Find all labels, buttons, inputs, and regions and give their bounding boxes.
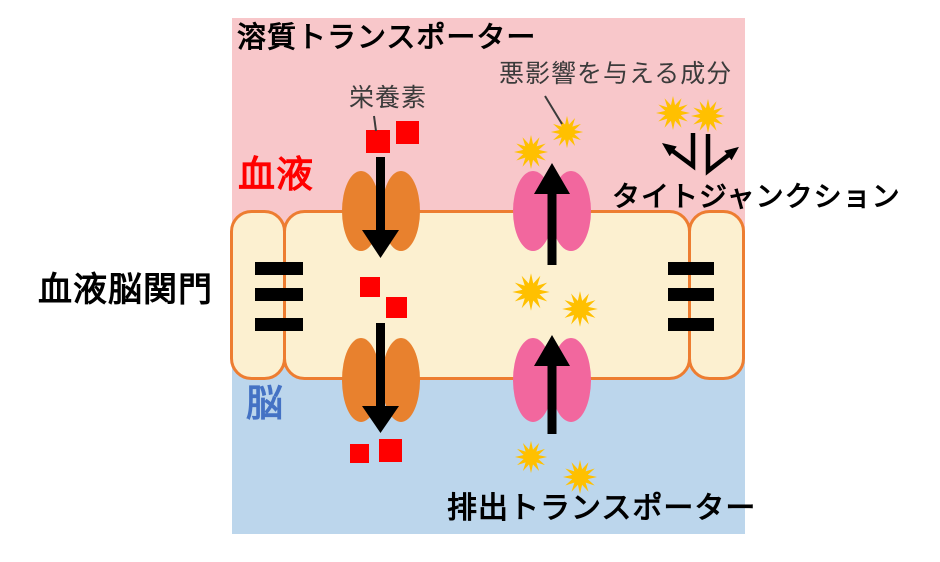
blood-region-label: 血液 [238, 154, 314, 195]
nutrient-square-icon [366, 130, 390, 153]
solute-transporter-label: 溶質トランスポーター [237, 22, 537, 54]
harmful-callout-line [544, 95, 563, 125]
influx-arrow-top-icon [362, 157, 399, 258]
nutrient-square-icon [386, 297, 407, 318]
nutrient-squares [350, 121, 419, 463]
solute-transporter-bottom-icon [342, 338, 420, 422]
harmful-component-label: 悪影響を与える成分 [499, 60, 733, 88]
nutrient-label: 栄養素 [349, 84, 428, 112]
tight-junction-left-icon [255, 262, 303, 331]
blocked-bounce-arrows-icon [661, 133, 739, 176]
nutrient-square-icon [360, 277, 380, 297]
nutrient-callout-line [373, 115, 377, 132]
tight-junction-right-icon [668, 262, 714, 331]
nutrient-square-icon [350, 444, 369, 463]
influx-arrow-bottom-icon [362, 323, 399, 433]
nutrient-square-icon [379, 439, 402, 462]
brain-region-label: 脳 [246, 383, 284, 424]
tight-junction-label: タイトジャンクション [612, 181, 901, 212]
efflux-transporter-label: 排出トランスポーター [447, 492, 757, 525]
endothelial-cell-layer [230, 210, 745, 380]
endothelial-cell-center [283, 210, 691, 380]
nutrient-square-icon [396, 121, 419, 144]
blood-brain-barrier-label: 血液脳関門 [38, 271, 213, 309]
efflux-arrow-bottom-icon [534, 335, 570, 434]
efflux-arrow-top-icon [534, 163, 570, 265]
